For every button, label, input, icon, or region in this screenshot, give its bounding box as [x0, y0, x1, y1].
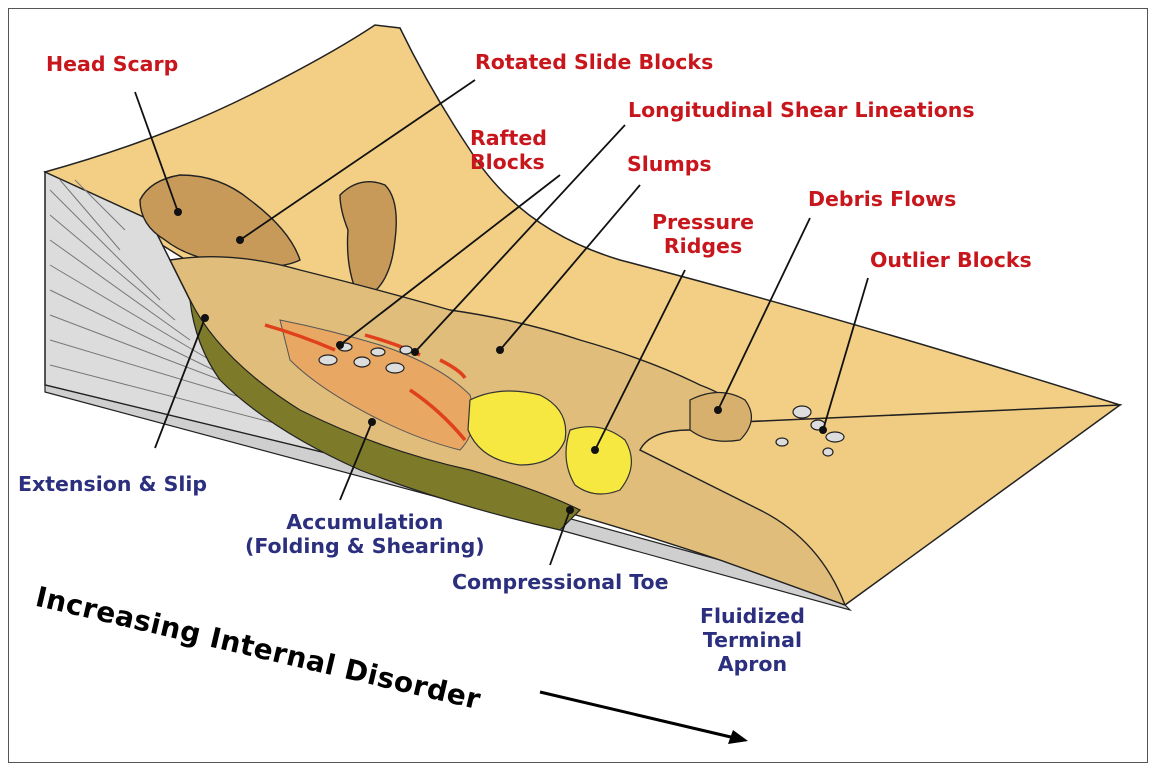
label-accumulation: Accumulation (Folding & Shearing)	[245, 510, 485, 558]
label-rotated-slide-blocks: Rotated Slide Blocks	[475, 50, 713, 74]
label-debris-flows: Debris Flows	[808, 187, 956, 211]
label-outlier-blocks: Outlier Blocks	[870, 248, 1032, 272]
debris-flow-lobe	[690, 393, 751, 442]
label-extension-slip: Extension & Slip	[18, 472, 207, 496]
label-compressional-toe: Compressional Toe	[452, 570, 669, 594]
label-slumps: Slumps	[627, 152, 712, 176]
label-pressure-ridges: Pressure Ridges	[652, 210, 754, 258]
label-head-scarp: Head Scarp	[46, 52, 178, 76]
label-rafted-blocks: Rafted Blocks	[470, 126, 547, 174]
label-longitudinal-shear-lineations: Longitudinal Shear Lineations	[628, 98, 975, 122]
disorder-arrow-head	[728, 730, 748, 744]
disorder-arrow-line	[540, 692, 735, 738]
pressure-ridge-2	[566, 427, 631, 494]
label-fluidized-terminal-apron: Fluidized Terminal Apron	[700, 604, 805, 676]
